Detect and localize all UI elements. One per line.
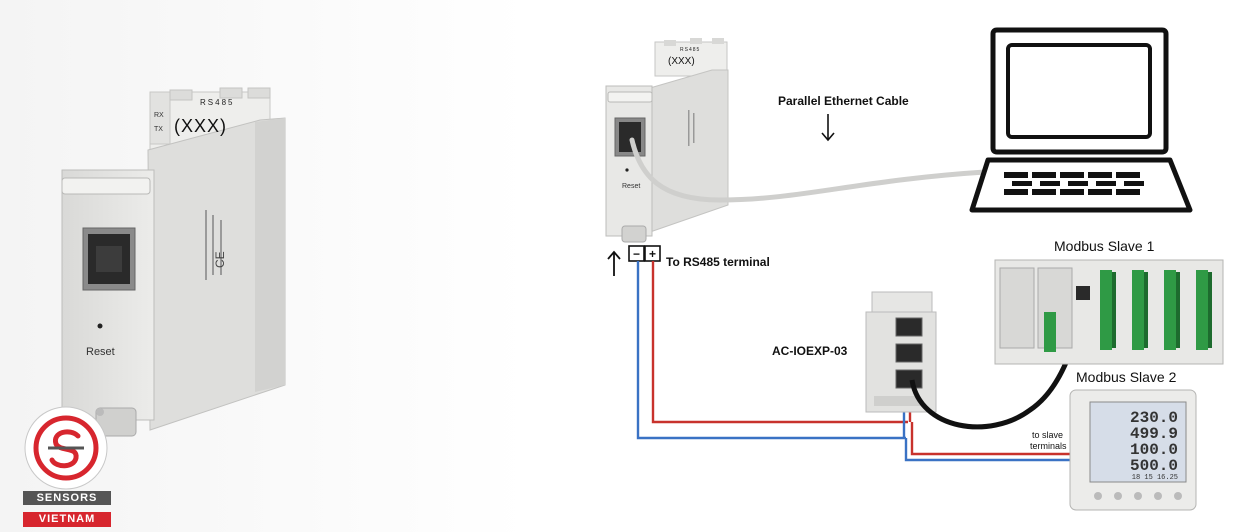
rs485-wires (636, 261, 1070, 462)
arrow-down-icon (821, 114, 835, 142)
meter-line-1: 230.0 (1130, 409, 1178, 427)
modbus-slave-2-label: Modbus Slave 2 (1076, 369, 1177, 385)
rs485-terminal-label: To RS485 terminal (666, 255, 770, 269)
expander-label: AC-IOEXP-03 (772, 344, 848, 358)
meter-line-5: 18 15 16.25 (1132, 474, 1178, 482)
modbus-slave-1-label: Modbus Slave 1 (1054, 238, 1155, 254)
large-gateway-device: CE (61, 87, 286, 437)
parallel-ethernet-cable-label: Parallel Ethernet Cable (778, 94, 909, 108)
ethernet-cable (629, 137, 988, 203)
expander-device (865, 291, 937, 413)
rs485-terminal-block: − + (628, 245, 661, 262)
modbus-slave-1 (994, 259, 1224, 365)
reset-label: Reset (86, 346, 115, 358)
modbus-slave-2: 230.0 499.9 100.0 500.0 18 15 16.25 (1069, 389, 1197, 511)
sensors-vietnam-logo (24, 406, 108, 490)
logo-text-sensors: SENSORS (23, 491, 111, 505)
rs485-print: RS485 (200, 98, 235, 107)
keyboard-keys (1004, 172, 1144, 195)
logo-text-vietnam: VIETNAM (23, 512, 111, 527)
laptop (969, 27, 1193, 213)
rx-print: RX (154, 112, 164, 119)
to-slave-terminals-label-line2: terminals (1030, 441, 1067, 451)
plus-sign: + (649, 247, 656, 261)
arrow-up-icon (607, 250, 621, 276)
minus-sign: − (633, 247, 640, 261)
to-slave-terminals-label-line1: to slave (1032, 430, 1064, 440)
meter-line-2: 499.9 (1130, 425, 1178, 443)
terminal-markings: (XXX) (174, 116, 228, 136)
meter-line-4: 500.0 (1130, 457, 1178, 475)
meter-line-3: 100.0 (1130, 441, 1178, 459)
rs485-print-small: RS485 (680, 47, 701, 53)
tx-print: TX (154, 126, 163, 133)
svg-text:CE: CE (213, 251, 227, 268)
terminal-markings-small: (XXX) (668, 56, 695, 67)
reset-label-small: Reset (622, 183, 641, 190)
